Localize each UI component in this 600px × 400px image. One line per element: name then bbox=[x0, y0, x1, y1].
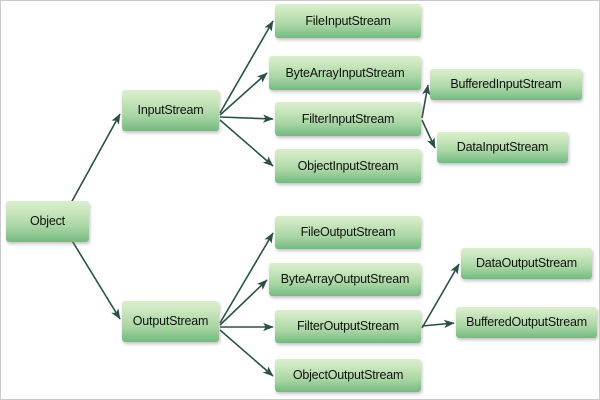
node-label: FilterInputStream bbox=[301, 111, 395, 126]
edge-object-to-input-stream bbox=[70, 113, 121, 204]
node-buffered_output_stream[interactable]: BufferedOutputStream bbox=[456, 307, 597, 338]
node-label: ObjectOutputStream bbox=[292, 368, 404, 383]
edge-object-to-output-stream bbox=[70, 238, 121, 320]
node-filter_output_stream[interactable]: FilterOutputStream bbox=[275, 310, 421, 343]
edge-filter-output-to-buffered-output bbox=[421, 319, 455, 329]
node-bytearray_output_stream[interactable]: ByteArrayOutputStream bbox=[269, 263, 421, 296]
node-label: ByteArrayOutputStream bbox=[280, 272, 410, 287]
node-input_stream[interactable]: InputStream bbox=[122, 90, 219, 131]
edge-output-to-object-output bbox=[219, 329, 274, 377]
node-label: FileOutputStream bbox=[300, 225, 396, 240]
node-label: DataInputStream bbox=[456, 140, 549, 155]
node-label: ObjectInputStream bbox=[297, 158, 399, 173]
edge-filter-input-to-data-input bbox=[421, 119, 436, 149]
edge-output-to-bytearray-output bbox=[219, 279, 268, 326]
edge-filter-output-to-data-output bbox=[421, 263, 460, 329]
edge-input-to-object-input bbox=[219, 119, 274, 167]
node-filter_input_stream[interactable]: FilterInputStream bbox=[275, 102, 421, 136]
node-file_output_stream[interactable]: FileOutputStream bbox=[275, 216, 421, 249]
edge-input-to-filter-input bbox=[219, 114, 274, 123]
node-file_input_stream[interactable]: FileInputStream bbox=[275, 4, 421, 38]
node-data_output_stream[interactable]: DataOutputStream bbox=[461, 248, 592, 279]
node-object_output_stream[interactable]: ObjectOutputStream bbox=[275, 359, 421, 392]
node-label: Object bbox=[30, 214, 65, 229]
node-object[interactable]: Object bbox=[6, 201, 89, 242]
node-label: BufferedOutputStream bbox=[466, 315, 587, 330]
node-data_input_stream[interactable]: DataInputStream bbox=[437, 132, 568, 163]
edge-input-to-file-input bbox=[219, 20, 274, 114]
node-label: OutputStream bbox=[132, 314, 209, 329]
node-label: FilterOutputStream bbox=[297, 319, 399, 334]
edge-input-to-bytearray-input bbox=[219, 72, 268, 116]
edge-filter-input-to-buffered-input bbox=[421, 84, 431, 119]
edge-output-to-file-output bbox=[219, 232, 274, 324]
node-bytearray_input_stream[interactable]: ByteArrayInputStream bbox=[269, 56, 421, 90]
node-buffered_input_stream[interactable]: BufferedInputStream bbox=[430, 69, 582, 100]
node-label: InputStream bbox=[137, 103, 204, 118]
node-label: ByteArrayInputStream bbox=[285, 65, 405, 80]
node-label: DataOutputStream bbox=[475, 256, 578, 271]
node-object_input_stream[interactable]: ObjectInputStream bbox=[275, 149, 421, 183]
node-label: FileInputStream bbox=[305, 13, 391, 28]
node-output_stream[interactable]: OutputStream bbox=[122, 301, 219, 342]
node-label: BufferedInputStream bbox=[450, 77, 562, 92]
